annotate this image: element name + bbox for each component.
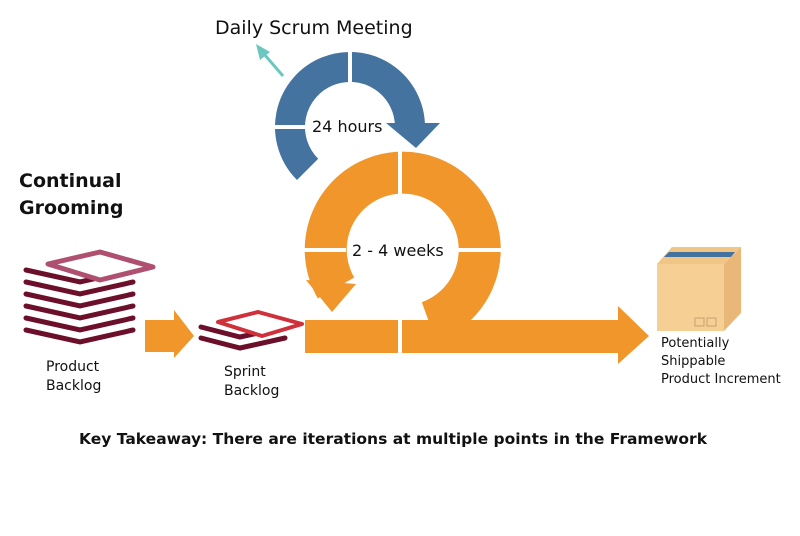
- sprint-backlog-line2: Backlog: [224, 383, 280, 399]
- product-backlog-stack-icon: [23, 249, 156, 345]
- increment-line1: Potentially: [661, 336, 730, 351]
- daily-scrum-label: Daily Scrum Meeting: [215, 17, 413, 39]
- daily-scrum-pointer-arrow: [256, 44, 285, 77]
- increment-line2: Shippable: [661, 354, 726, 369]
- sprint-cycle-duration: 2 - 4 weeks: [352, 241, 444, 260]
- daily-cycle-duration: 24 hours: [312, 117, 383, 136]
- sprint-backlog-stack-icon: [198, 310, 304, 351]
- sprint-backlog-label: Sprint Backlog: [224, 363, 279, 401]
- daily-cycle-arrow: [268, 48, 440, 180]
- product-backlog-line2: Backlog: [46, 378, 102, 394]
- product-backlog-line1: Product: [46, 359, 100, 375]
- product-backlog-label: Product Backlog: [46, 358, 101, 396]
- backlog-flow-arrow: [145, 310, 194, 358]
- increment-line3: Product Increment: [661, 372, 781, 387]
- sprint-backlog-line1: Sprint: [224, 364, 266, 380]
- grooming-line2: Grooming: [19, 197, 124, 219]
- key-takeaway: Key Takeaway: There are iterations at mu…: [79, 430, 708, 448]
- increment-label: Potentially Shippable Product Increment: [661, 335, 781, 389]
- continual-grooming-heading: Continual Grooming: [19, 168, 124, 222]
- sprint-cycle-arrow: [298, 148, 649, 364]
- grooming-line1: Continual: [19, 170, 122, 192]
- shippable-box-icon: [657, 247, 741, 331]
